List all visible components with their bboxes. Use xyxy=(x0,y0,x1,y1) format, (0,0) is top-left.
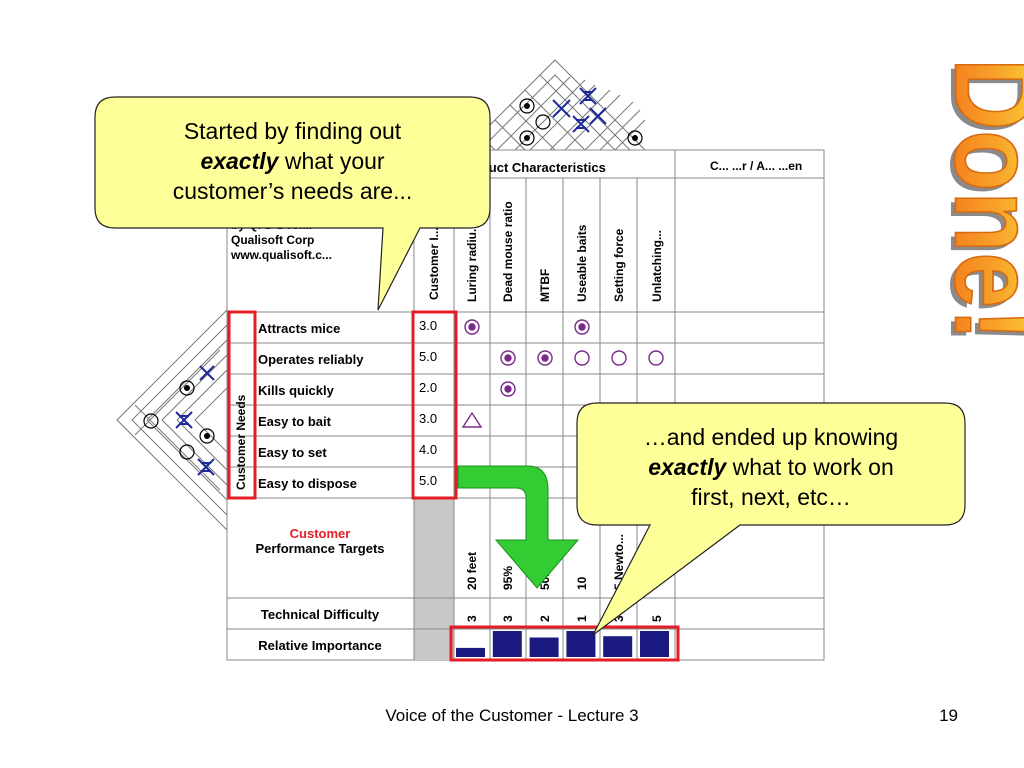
technical-difficulty-label: Technical Difficulty xyxy=(261,607,380,622)
callout-right-line2: what to work on xyxy=(726,454,894,480)
left-correlation-matrix xyxy=(116,309,228,531)
char-label: Unlatching... xyxy=(650,230,664,302)
importance-value: 5.0 xyxy=(419,349,437,364)
difficulty-value: 1 xyxy=(575,615,589,622)
importance-value: 5.0 xyxy=(419,473,437,488)
callout-left-shape xyxy=(94,96,491,311)
slide-footer: Voice of the Customer - Lecture 3 xyxy=(385,706,639,725)
importance-value: 3.0 xyxy=(419,318,437,333)
done-text-shadow: Done! xyxy=(926,62,1024,345)
callout-left-line3: customer’s needs are... xyxy=(172,178,413,204)
difficulty-value: 5 xyxy=(650,615,664,622)
relative-importance-bars xyxy=(456,631,669,657)
relative-importance-highlight-box xyxy=(449,625,680,662)
char-label: MTBF xyxy=(538,269,552,302)
callout-left-line2: what your xyxy=(278,148,385,174)
need-name: Easy to set xyxy=(258,445,327,460)
target-value: 20 feet xyxy=(465,552,479,590)
callout-right-shape xyxy=(576,402,966,636)
relative-importance-bar xyxy=(456,647,485,657)
credit-line-2: Qualisoft Corp xyxy=(231,233,314,247)
target-value: 95% xyxy=(501,566,515,590)
need-name: Operates reliably xyxy=(258,352,364,367)
page-number: 19 xyxy=(939,706,958,725)
customer-needs-label: Customer Needs xyxy=(234,394,248,490)
char-label: Luring radiu... xyxy=(465,222,479,302)
left-matrix-symbols xyxy=(143,365,215,476)
importance-highlight-box xyxy=(411,310,458,500)
need-name: Easy to bait xyxy=(258,414,332,429)
callout-left-emph: exactly xyxy=(200,148,279,174)
importance-value: 2.0 xyxy=(419,380,437,395)
red-highlights xyxy=(227,310,680,662)
need-name: Easy to dispose xyxy=(258,476,357,491)
importance-values: 3.0 5.0 2.0 3.0 4.0 5.0 xyxy=(419,318,437,488)
char-label: Useable baits xyxy=(575,224,589,302)
target-value: 10 xyxy=(575,576,589,590)
difficulty-value: 3 xyxy=(612,615,626,622)
callout-right-emph: exactly xyxy=(648,454,727,480)
need-name: Attracts mice xyxy=(258,321,340,336)
difficulty-value: 2 xyxy=(538,615,552,622)
characteristic-labels: Luring radiu... Dead mouse ratio MTBF Us… xyxy=(465,201,664,302)
technical-difficulty-values: 3 3 2 1 3 5 xyxy=(465,615,664,622)
needs-list: Attracts mice Operates reliably Kills qu… xyxy=(258,321,364,491)
target-value: 5 Newto... xyxy=(612,534,626,590)
green-arrow xyxy=(457,465,580,589)
needs-highlight-box xyxy=(227,310,257,500)
char-label: Setting force xyxy=(612,228,626,302)
competitive-header: C... ...r / A... ...en xyxy=(710,159,802,173)
callout-right-line3: first, next, etc… xyxy=(691,484,851,510)
relationship-symbols xyxy=(461,319,664,428)
relative-importance-bar xyxy=(529,637,559,657)
relative-importance-bar xyxy=(566,631,596,657)
targets-label-customer: Customer xyxy=(290,526,351,541)
difficulty-value: 3 xyxy=(501,615,515,622)
targets-label: Performance Targets xyxy=(255,541,384,556)
credit-line-3: www.qualisoft.c... xyxy=(230,248,332,262)
done-wordart: Done! Done! xyxy=(926,57,1024,345)
relative-importance-bar xyxy=(492,631,522,657)
importance-value: 4.0 xyxy=(419,442,437,457)
importance-value: 3.0 xyxy=(419,411,437,426)
difficulty-value: 3 xyxy=(465,615,479,622)
roof-symbols xyxy=(519,87,643,146)
callout-right-text: …and ended up knowing exactly what to wo… xyxy=(580,422,962,512)
relative-importance-bar xyxy=(603,636,633,657)
customer-importance-header: Customer I... xyxy=(427,227,441,300)
char-label: Dead mouse ratio xyxy=(501,201,515,302)
callout-right-line1: …and ended up knowing xyxy=(643,424,899,450)
product-characteristics-header: ...duct Characteristics xyxy=(470,160,606,175)
relative-importance-bar xyxy=(640,631,669,657)
callout-left-line1: Started by finding out xyxy=(183,118,402,144)
callout-left-text: Started by finding out exactly what your… xyxy=(100,116,485,206)
done-text: Done! xyxy=(931,58,1024,341)
need-name: Kills quickly xyxy=(258,383,335,398)
relative-importance-label: Relative Importance xyxy=(258,638,382,653)
